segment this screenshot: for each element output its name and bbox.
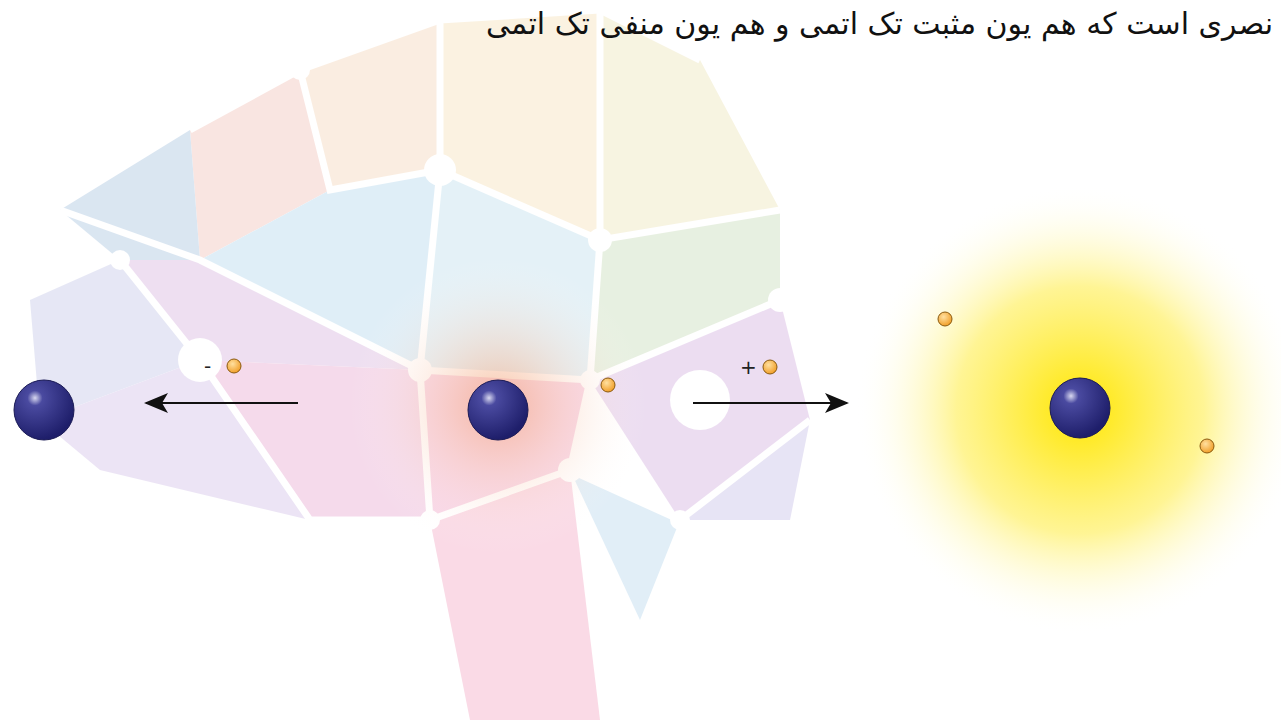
brain-watermark (30, 10, 810, 720)
charge-sign: + (740, 357, 757, 377)
heading-text: نصری است که هم یون مثبت تک اتمی و هم یون… (486, 6, 1273, 41)
charge-sign: - (204, 356, 211, 376)
